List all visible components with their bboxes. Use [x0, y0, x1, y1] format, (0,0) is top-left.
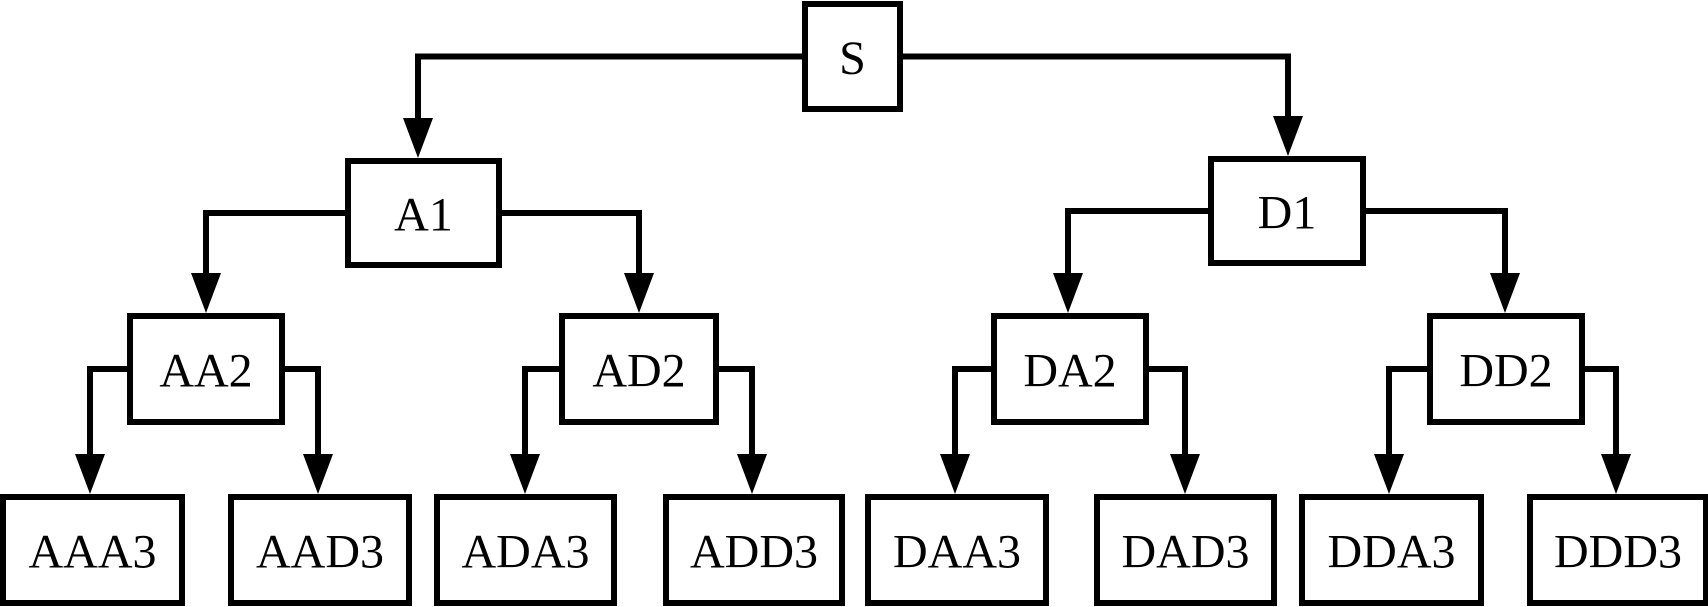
arrowhead-DDA3-icon: [1374, 454, 1404, 494]
edge-A1-to-AA2: [203, 210, 348, 275]
arrowhead-ADD3-icon: [737, 454, 767, 494]
node-label-S: S: [839, 32, 866, 85]
node-D1: D1: [1208, 156, 1366, 266]
node-box-DA2: [991, 313, 1149, 425]
arrowhead-AD2-icon: [624, 273, 654, 313]
edge-A1-to-AD2: [499, 210, 642, 275]
edge-DD2-to-DDA3: [1386, 366, 1430, 456]
node-S: S: [802, 1, 903, 112]
node-AAA3: AAA3: [0, 494, 185, 606]
node-DA2: DA2: [991, 313, 1149, 425]
node-box-DDD3: [1527, 494, 1708, 606]
node-box-ADA3: [434, 494, 617, 606]
edge-DA2-to-DAD3: [1146, 366, 1188, 456]
node-ADD3: ADD3: [663, 494, 845, 606]
node-box-ADD3: [663, 494, 845, 606]
arrowhead-DD2-icon: [1490, 273, 1520, 313]
node-label-AA2: AA2: [159, 345, 252, 398]
arrowhead-DAD3-icon: [1170, 454, 1200, 494]
edge-DA2-to-DAA3: [952, 366, 994, 456]
edge-DD2-to-DDD3: [1582, 366, 1619, 456]
node-label-ADA3: ADA3: [462, 526, 590, 579]
node-box-AD2: [559, 313, 719, 425]
edge-S-to-A1: [415, 53, 805, 120]
node-AAD3: AAD3: [228, 494, 412, 606]
node-label-DA2: DA2: [1023, 345, 1116, 398]
node-box-S: [802, 1, 903, 112]
node-label-DAD3: DAD3: [1122, 526, 1250, 579]
node-label-AAD3: AAD3: [256, 526, 384, 579]
arrowhead-AA2-icon: [191, 273, 221, 313]
node-box-DDA3: [1299, 494, 1484, 606]
arrowhead-DA2-icon: [1053, 273, 1083, 313]
node-box-DD2: [1427, 313, 1585, 425]
node-box-A1: [345, 158, 502, 268]
node-box-AAD3: [228, 494, 412, 606]
edge-AA2-to-AAD3: [282, 366, 321, 456]
node-label-DDD3: DDD3: [1554, 526, 1682, 579]
node-ADA3: ADA3: [434, 494, 617, 606]
arrowhead-AAD3-icon: [303, 454, 333, 494]
node-label-AAA3: AAA3: [29, 526, 157, 579]
node-DDA3: DDA3: [1299, 494, 1484, 606]
node-DAA3: DAA3: [865, 494, 1049, 606]
edges-layer: [75, 53, 1631, 494]
node-box-DAA3: [865, 494, 1049, 606]
node-box-DAD3: [1094, 494, 1277, 606]
edge-AD2-to-ADA3: [522, 366, 562, 456]
node-label-D1: D1: [1258, 187, 1317, 240]
node-label-AD2: AD2: [592, 345, 685, 398]
edge-AA2-to-AAA3: [87, 366, 130, 456]
node-box-D1: [1208, 156, 1366, 266]
node-box-AAA3: [0, 494, 185, 606]
node-DDD3: DDD3: [1527, 494, 1708, 606]
node-AA2: AA2: [127, 313, 285, 425]
node-label-DAA3: DAA3: [893, 526, 1021, 579]
arrowhead-ADA3-icon: [510, 454, 540, 494]
arrowhead-D1-icon: [1273, 116, 1303, 156]
edge-D1-to-DD2: [1363, 208, 1508, 275]
node-label-DDA3: DDA3: [1328, 526, 1456, 579]
node-AD2: AD2: [559, 313, 719, 425]
arrowhead-AAA3-icon: [75, 454, 105, 494]
node-A1: A1: [345, 158, 502, 268]
node-DD2: DD2: [1427, 313, 1585, 425]
node-label-ADD3: ADD3: [690, 526, 818, 579]
node-box-AA2: [127, 313, 285, 425]
edge-AD2-to-ADD3: [716, 366, 755, 456]
arrowhead-DDD3-icon: [1601, 454, 1631, 494]
edge-D1-to-DA2: [1065, 208, 1211, 275]
arrowhead-DAA3-icon: [940, 454, 970, 494]
node-label-DD2: DD2: [1459, 345, 1552, 398]
edge-S-to-D1: [900, 53, 1291, 118]
arrowhead-A1-icon: [403, 118, 433, 158]
node-DAD3: DAD3: [1094, 494, 1277, 606]
node-label-A1: A1: [394, 189, 453, 242]
